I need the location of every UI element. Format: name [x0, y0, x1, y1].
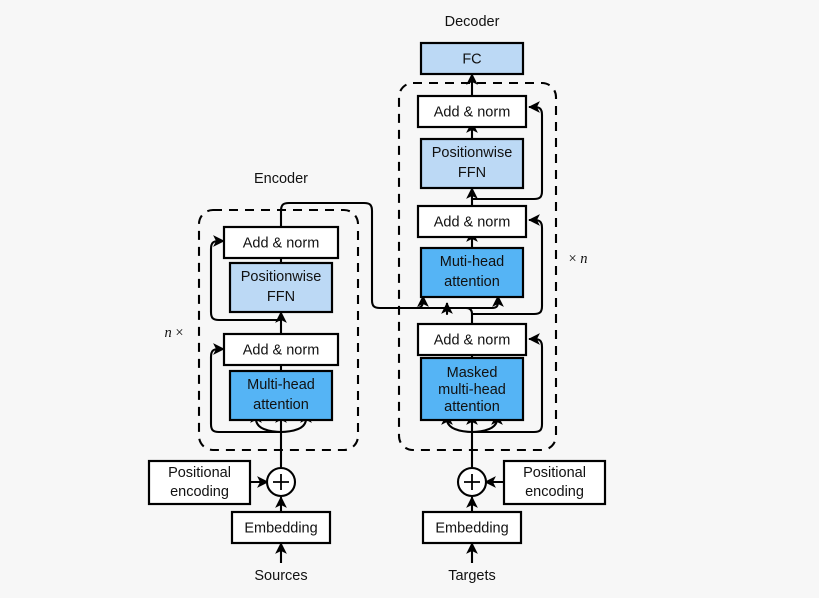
encoder-add-norm-bottom[interactable]: Add & norm	[222, 332, 340, 367]
encoder-stack-boundary	[197, 208, 360, 452]
encoder-add-norm-top-label: Add & norm	[243, 235, 320, 251]
encoder-embedding-label: Embedding	[244, 520, 317, 536]
decoder-fc-label: FC	[462, 51, 481, 67]
decoder-embedding-label: Embedding	[435, 520, 508, 536]
encoder-add-norm-top-rect[interactable]	[222, 225, 340, 260]
wire-decoder-residual-1	[472, 333, 544, 434]
encoder-posenc-label-line2: encoding	[170, 484, 229, 500]
decoder-add-operator[interactable]	[456, 466, 488, 498]
encoder-positional-encoding[interactable]: Positional encoding	[147, 459, 252, 506]
decoder-add-norm-top-rect[interactable]	[416, 94, 528, 129]
encoder-multi-head-attention[interactable]: Multi-head attention	[228, 369, 334, 422]
encoder-attention-label-line1: Multi-head	[247, 377, 315, 393]
decoder-ffn-rect[interactable]	[419, 137, 525, 190]
decoder-masked-attention-label-line3: attention	[444, 399, 500, 415]
encoder-plus-icon	[273, 474, 289, 490]
decoder-embedding[interactable]: Embedding	[421, 510, 523, 545]
decoder-add-norm-bottom-rect[interactable]	[416, 322, 528, 357]
decoder-add-norm-bottom[interactable]: Add & norm	[416, 322, 528, 357]
decoder-masked-attention-label-line2: multi-head	[438, 382, 506, 398]
decoder-add-norm-middle-rect[interactable]	[416, 204, 528, 239]
decoder-add-norm-top[interactable]: Add & norm	[416, 94, 528, 129]
decoder-positionwise-ffn[interactable]: Positionwise FFN	[419, 137, 525, 190]
decoder-posenc-label-line2: encoding	[525, 484, 584, 500]
encoder-ffn-label-line1: Positionwise	[241, 269, 322, 285]
encoder-title: Encoder	[254, 171, 308, 187]
encoder-add-norm-top[interactable]: Add & norm	[222, 225, 340, 260]
wire-crossattn-key-input	[410, 295, 429, 310]
encoder-add-norm-bottom-label: Add & norm	[243, 342, 320, 358]
encoder-posenc-rect[interactable]	[147, 459, 252, 506]
decoder-masked-attention-rect[interactable]	[419, 356, 525, 422]
decoder-posenc-label-line1: Positional	[523, 465, 586, 481]
encoder-attention-rect[interactable]	[228, 369, 334, 422]
decoder-add-norm-top-label: Add & norm	[434, 104, 511, 120]
decoder-add-norm-bottom-label: Add & norm	[434, 332, 511, 348]
wire-decoder-residual-2	[472, 214, 544, 316]
decoder-fc-rect[interactable]	[419, 41, 525, 76]
decoder-cross-attention-label-line1: Muti-head	[440, 254, 504, 270]
targets-label: Targets	[448, 568, 496, 584]
decoder-plus-icon	[464, 474, 480, 490]
decoder-ffn-label-line2: FFN	[458, 165, 486, 181]
decoder-embedding-rect[interactable]	[421, 510, 523, 545]
encoder-embedding[interactable]: Embedding	[230, 510, 332, 545]
wire-crossattn-value-input	[425, 295, 504, 310]
wire-encoder-residual-2	[209, 235, 281, 322]
decoder-masked-multi-head-attention[interactable]: Masked multi-head attention	[419, 356, 525, 422]
decoder-add-norm-middle[interactable]: Add & norm	[416, 204, 528, 239]
wire-decoder-residual-3	[472, 101, 544, 201]
decoder-posenc-rect[interactable]	[502, 459, 607, 506]
decoder-cross-attention[interactable]: Muti-head attention	[419, 246, 525, 299]
decoder-positional-encoding[interactable]: Positional encoding	[502, 459, 607, 506]
decoder-repeat-label: × n	[568, 251, 587, 267]
encoder-add-operator[interactable]	[265, 466, 297, 498]
decoder-cross-attention-label-line2: attention	[444, 274, 500, 290]
encoder-ffn-label-line2: FFN	[267, 289, 295, 305]
encoder-repeat-label: n ×	[164, 325, 183, 341]
encoder-add-norm-bottom-rect[interactable]	[222, 332, 340, 367]
wire-encoder-residual-1	[209, 343, 281, 434]
encoder-embedding-rect[interactable]	[230, 510, 332, 545]
decoder-ffn-label-line1: Positionwise	[432, 145, 513, 161]
sources-label: Sources	[254, 568, 307, 584]
wire-encoder-output-to-decoder	[279, 201, 425, 310]
encoder-attention-label-line2: attention	[253, 397, 309, 413]
encoder-positionwise-ffn[interactable]: Positionwise FFN	[228, 261, 334, 314]
decoder-add-norm-middle-label: Add & norm	[434, 214, 511, 230]
decoder-masked-attention-label-line1: Masked	[447, 365, 498, 381]
decoder-fc[interactable]: FC	[419, 41, 525, 76]
encoder-ffn-rect[interactable]	[228, 261, 334, 314]
encoder-posenc-label-line1: Positional	[168, 465, 231, 481]
decoder-cross-attention-rect[interactable]	[419, 246, 525, 299]
decoder-title: Decoder	[445, 14, 500, 30]
